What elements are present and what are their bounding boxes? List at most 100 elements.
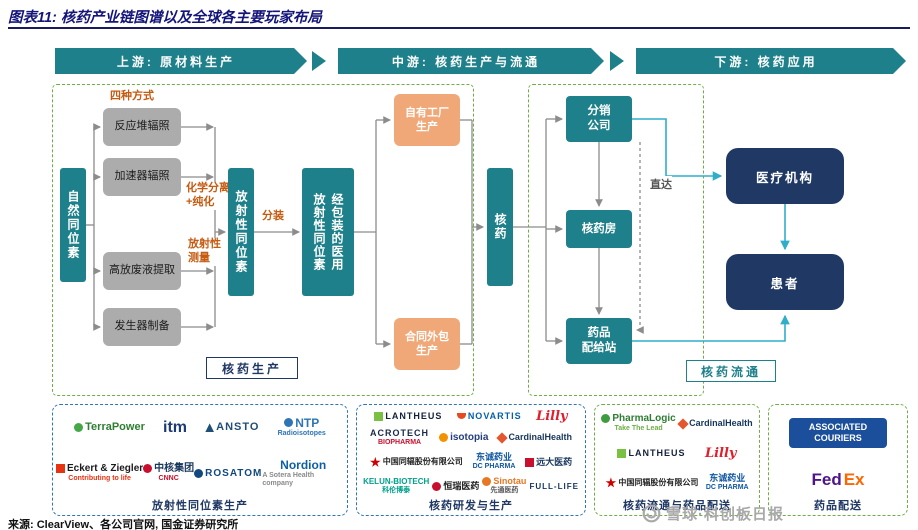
rosatom-logo-text: ROSATOM (205, 467, 263, 479)
logo-china-isotope: 中国同辐股份有限公司 (605, 477, 698, 488)
logo-ansto: ANSTO (205, 422, 259, 433)
panel-label-drug-delivery: 药品配送 (814, 500, 862, 512)
kelun-biotech-wordmark: KELUN-BIOTECH (363, 477, 429, 486)
lantheus-logo-icon (617, 449, 627, 458)
hengrui-wordmark: 恒瑞医药 (432, 482, 479, 492)
cardinal-health-wordmark: CardinalHealth (496, 432, 572, 444)
novartis-logo-icon (456, 413, 466, 420)
cnnc-wordmark: 中核集团 (143, 463, 194, 474)
fedex-logo-text: Ex (843, 469, 865, 489)
lilly-logo-text: Lilly (536, 408, 568, 424)
dongcheng-pharma-logo-text: 东诚药业 (475, 451, 512, 462)
logo-novartis: NOVARTIS (456, 411, 522, 421)
hengrui-logo-icon (432, 482, 442, 492)
distributor-box: 分销 公司 (566, 96, 632, 142)
logo-grand-pharma: 远大医药 (525, 456, 573, 467)
logo-associated-couriers: ASSOCIATED COURIERS (789, 418, 887, 448)
dispensing-station-box: 药品 配给站 (566, 318, 632, 364)
source-note: 来源: ClearView、各公司官网, 国金证券研究所 (8, 519, 239, 530)
cardinal-health-logo-text: CardinalHealth (689, 418, 753, 429)
logo-row: ASSOCIATED COURIERS (772, 418, 904, 448)
logo-cardinal-health: CardinalHealth (496, 432, 572, 444)
stage-banner-downstream: 下游: 核药应用 (636, 48, 906, 74)
stage-arrow-icon (312, 51, 326, 71)
own-factory-box: 自有工厂 生产 (394, 94, 460, 146)
pharmalogic-logo-icon (601, 414, 611, 424)
logo-cardinal-health: CardinalHealth (677, 417, 753, 430)
fedex-logo-text: Fed (811, 469, 842, 489)
full-life-wordmark: FULL-LIFE (529, 481, 579, 491)
cnnc-logo-icon (143, 464, 153, 474)
eckert-ziegler-wordmark: Eckert & Ziegler (56, 463, 143, 474)
associated-couriers-wordmark: ASSOCIATED COURIERS (789, 418, 887, 448)
grand-pharma-logo-text: 远大医药 (536, 456, 573, 467)
nordion-wordmark: Nordion (280, 459, 326, 471)
acrotech-logo-tagline: BIOPHARMA (377, 438, 422, 446)
method-box-accelerator-irradiation: 加速器辐照 (103, 158, 181, 196)
sinotau-logo-tagline: 先通医药 (490, 487, 519, 495)
eckert-ziegler-logo-tagline: Contributing to life (68, 474, 131, 482)
logo-lantheus: LANTHEUS (374, 410, 443, 421)
itm-logo-text: itm (163, 418, 187, 436)
dongcheng-pharma-logo-tagline: DC PHARMA (472, 462, 516, 470)
figure-title: 图表11: 核药产业链图谱以及全球各主要玩家布局 (8, 10, 322, 26)
pharmalogic-wordmark: PharmaLogic (601, 413, 676, 424)
method-box-reactor-irradiation: 反应堆辐照 (103, 108, 181, 146)
lantheus-logo-text: LANTHEUS (385, 410, 443, 421)
natural-isotope-box: 自然同位素 (60, 168, 86, 282)
lantheus-logo-text: LANTHEUS (628, 448, 686, 458)
acrotech-wordmark: ACROTECH (370, 428, 429, 438)
logo-rosatom: ROSATOM (194, 467, 263, 479)
nordion-logo-text: Nordion (280, 457, 327, 472)
dongcheng-pharma-logo-tagline: DC PHARMA (705, 483, 749, 491)
logo-row: LANTHEUS Lilly (598, 447, 756, 460)
ansto-logo-text: ANSTO (216, 421, 260, 434)
nuclear-drug-box: 核药 (487, 168, 513, 286)
lantheus-logo-icon (374, 411, 384, 421)
pharmalogic-logo-tagline: Take The Lead (614, 424, 663, 432)
midstream-section-box (528, 84, 704, 396)
terrapower-wordmark: TerraPower (74, 422, 145, 433)
panel-label-circulation-distribution: 核药流通与药品配送 (623, 500, 731, 512)
ansto-wordmark: ANSTO (205, 422, 259, 433)
cardinal-health-logo-icon (496, 432, 509, 444)
dongcheng-pharma-wordmark: 东诚药业 (475, 451, 512, 462)
full-life-logo-text: FULL-LIFE (529, 481, 579, 491)
logo-isotopia: isotopia (439, 432, 488, 443)
logo-row: LANTHEUS NOVARTIS Lilly (360, 410, 582, 423)
terrapower-logo-icon (74, 423, 84, 433)
sinotau-logo-text: Sinotau (493, 476, 527, 487)
grand-pharma-wordmark: 远大医药 (525, 456, 573, 467)
logo-lilly: Lilly (705, 447, 737, 460)
sinotau-logo-icon (482, 477, 492, 487)
logo-itm: itm (163, 418, 187, 436)
lantheus-wordmark: LANTHEUS (617, 449, 685, 458)
watermark-logo-icon (642, 504, 661, 523)
method-box-generator-preparation: 发生器制备 (103, 308, 181, 346)
china-isotope-wordmark: 中国同辐股份有限公司 (370, 456, 463, 468)
cnnc-logo-tagline: CNNC (158, 474, 179, 482)
lilly-wordmark: Lilly (705, 447, 737, 460)
lantheus-wordmark: LANTHEUS (374, 410, 443, 421)
china-isotope-logo-text: 中国同辐股份有限公司 (382, 457, 463, 467)
